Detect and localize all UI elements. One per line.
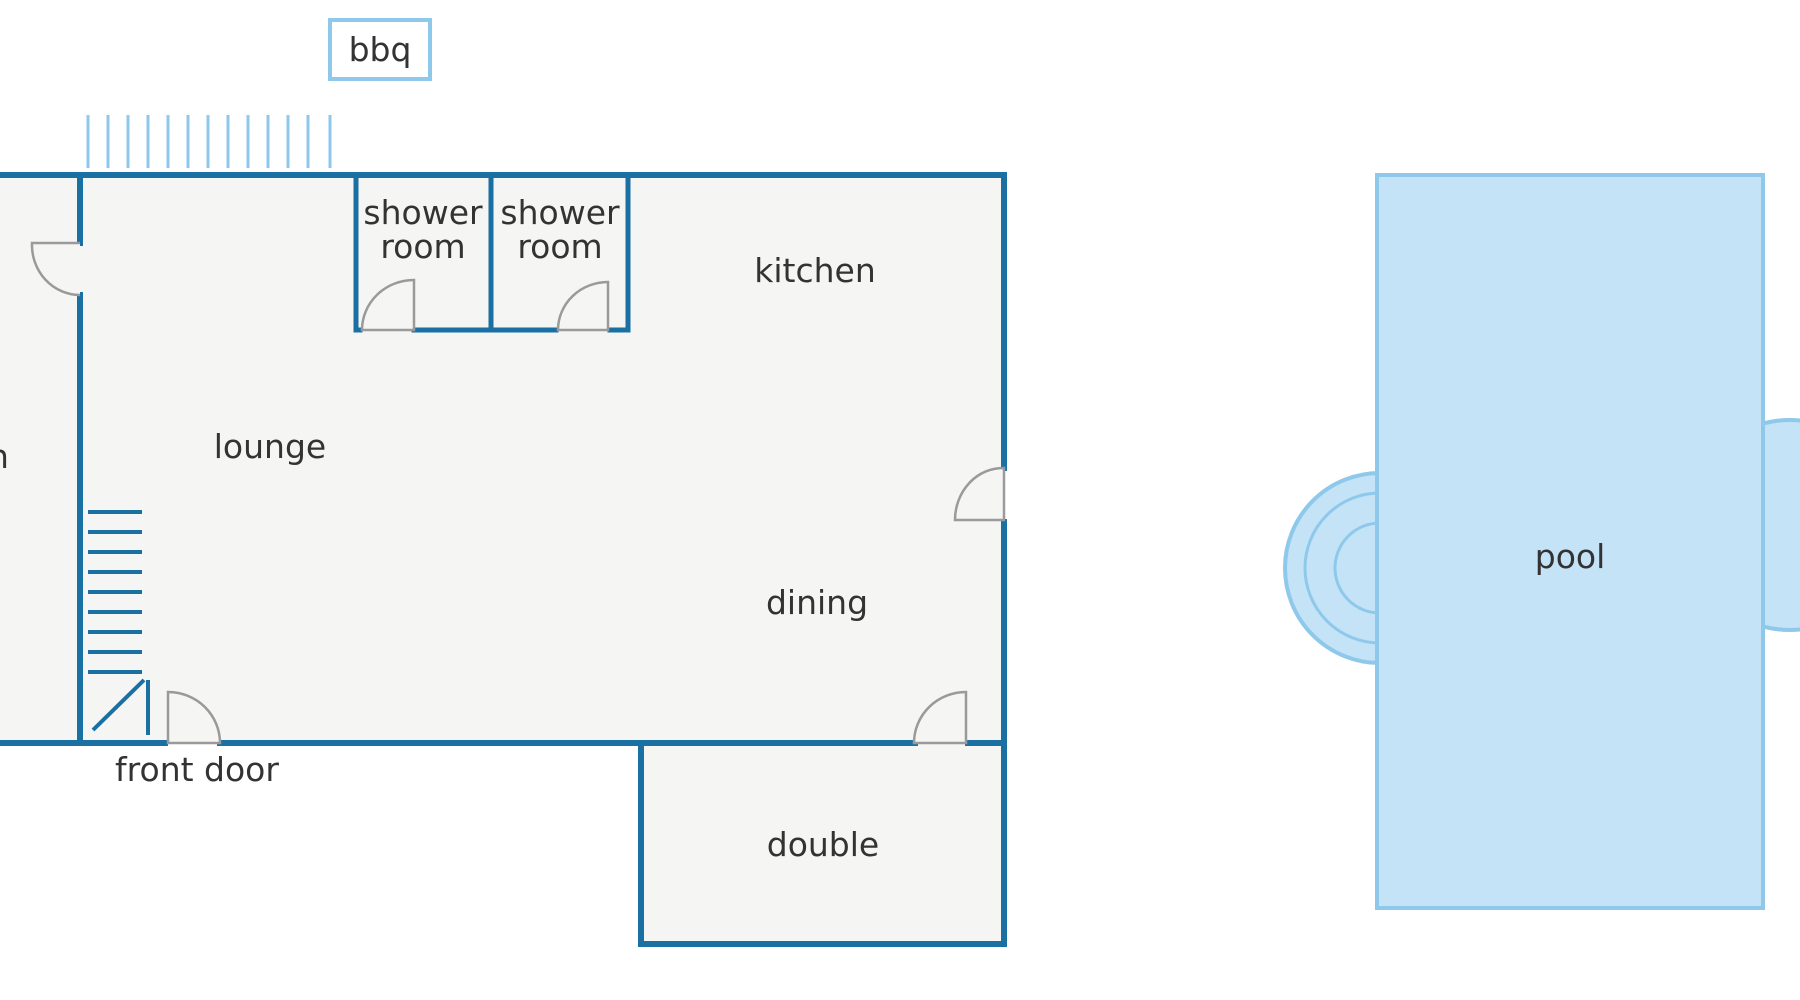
pool-label: pool bbox=[1535, 537, 1606, 576]
pool-step-ring-inner bbox=[1333, 521, 1381, 615]
left-room-door bbox=[30, 241, 81, 297]
side-door bbox=[953, 466, 1006, 522]
railing bbox=[86, 115, 332, 168]
bbq-area: bbq bbox=[328, 18, 432, 81]
shower-room-1-label-line2: room bbox=[380, 227, 465, 266]
bbq-box bbox=[328, 18, 432, 81]
double-room-walls bbox=[638, 740, 1007, 947]
double-room-door bbox=[912, 690, 968, 745]
left-room-label-clipped: n bbox=[0, 437, 9, 476]
shower-room-2-label-line1: shower bbox=[500, 193, 620, 232]
shower-room-1-door bbox=[360, 278, 416, 332]
front-door-label: front door bbox=[115, 750, 279, 789]
room-labels: shower room shower room kitchen lounge d… bbox=[0, 193, 879, 864]
front-door bbox=[166, 690, 222, 745]
bbq-label: bbq bbox=[349, 30, 412, 69]
shower-room-1-label-line1: shower bbox=[363, 193, 483, 232]
lounge-label: lounge bbox=[214, 427, 326, 466]
staircase bbox=[88, 510, 150, 735]
pool-basin bbox=[1375, 173, 1765, 910]
shower-room-2-label-line2: room bbox=[517, 227, 602, 266]
double-label: double bbox=[767, 825, 879, 864]
main-floor bbox=[80, 175, 1004, 743]
dining-label: dining bbox=[766, 583, 868, 622]
shower-room-2-door bbox=[556, 280, 610, 332]
stair-diagonal bbox=[91, 678, 146, 732]
double-room-floor bbox=[641, 743, 1004, 944]
pool-area: pool bbox=[1283, 173, 1800, 910]
kitchen-label: kitchen bbox=[754, 251, 876, 290]
doors bbox=[30, 241, 1006, 745]
pool-step-cover bbox=[1379, 430, 1389, 710]
pool-step-ring bbox=[1303, 491, 1381, 645]
floor-areas bbox=[0, 175, 1004, 944]
walls bbox=[0, 172, 1007, 947]
